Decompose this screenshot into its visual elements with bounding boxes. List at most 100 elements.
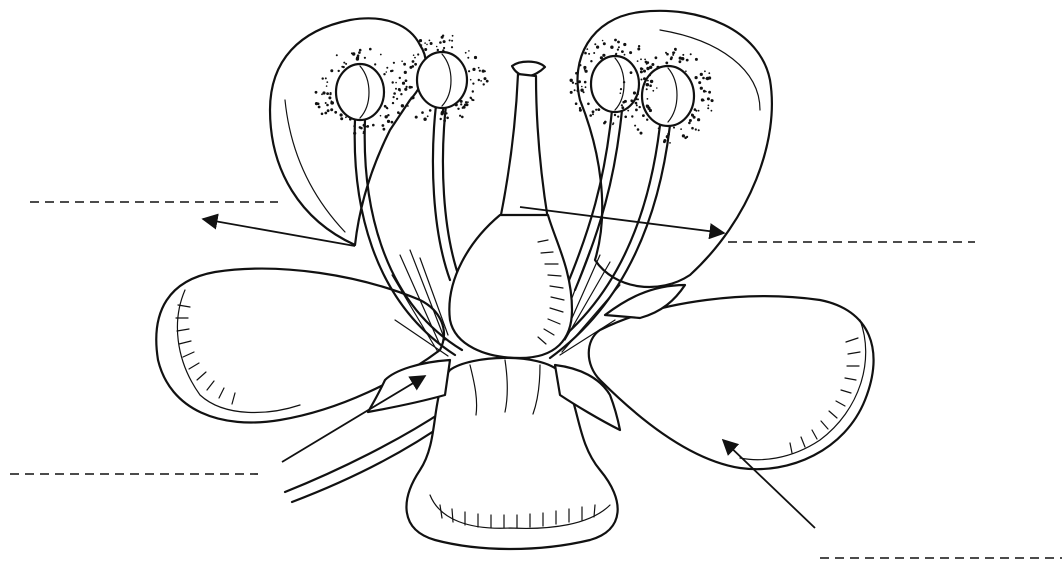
pollen-dot <box>455 103 458 106</box>
pollen-dot <box>364 57 366 59</box>
pollen-dot <box>680 128 682 130</box>
pollen-dot <box>478 67 480 69</box>
pollen-dot <box>579 64 581 66</box>
pollen-dot <box>627 110 629 112</box>
pollen-dot <box>708 91 711 94</box>
pollen-dot <box>624 100 627 103</box>
pollen-dot <box>441 36 444 39</box>
pollen-dot <box>334 111 337 114</box>
pollen-dot <box>574 89 576 91</box>
pollen-dot <box>585 86 587 88</box>
pollen-dot <box>401 104 404 107</box>
pollen-dot <box>679 60 682 63</box>
anther-3 <box>591 56 639 112</box>
pollen-dot <box>472 83 474 85</box>
pollen-dot <box>325 102 327 104</box>
pollen-dot <box>336 54 338 56</box>
pollen-dot <box>663 140 666 143</box>
pollen-dot <box>404 88 407 91</box>
pollen-dot <box>465 52 467 54</box>
pollen-dot <box>649 109 652 112</box>
pollen-dot <box>486 80 489 83</box>
pollen-dot <box>640 132 643 135</box>
pollen-dot <box>318 106 321 109</box>
pollen-dot <box>640 58 642 60</box>
pollen-dot <box>636 104 638 106</box>
pollen-dot <box>436 46 438 48</box>
pollen-dot <box>670 56 673 59</box>
pollen-dot <box>686 59 689 62</box>
pollen-dot <box>682 134 685 137</box>
pollen-dot <box>651 63 654 66</box>
pollen-dot <box>409 66 412 69</box>
pollen-dot <box>617 49 619 51</box>
pollen-dot <box>380 115 382 117</box>
pollen-dot <box>570 79 573 82</box>
pollen-dot <box>672 54 674 56</box>
pollen-dot <box>640 67 643 70</box>
pollen-dot <box>649 84 652 87</box>
pollen-dot <box>427 115 429 117</box>
pollen-dot <box>637 48 640 51</box>
pollen-dot <box>597 108 600 111</box>
pollen-dot <box>479 70 481 72</box>
pollen-dot <box>646 119 648 121</box>
pollen-dot <box>577 89 580 92</box>
pollen-dot <box>325 77 327 79</box>
pollen-dot <box>618 46 620 48</box>
pollen-dot <box>592 113 594 115</box>
pollen-dot <box>702 77 705 80</box>
pollen-dot <box>602 40 604 42</box>
pollen-dot <box>383 73 385 75</box>
pollen-dot <box>645 78 647 80</box>
pollen-dot <box>705 91 707 93</box>
pollen-dot <box>635 98 637 100</box>
pollen-dot <box>624 116 627 119</box>
pollen-dot <box>403 63 406 66</box>
pollen-dot <box>345 63 347 65</box>
pollen-dot <box>621 106 624 109</box>
pollen-dot <box>649 74 651 76</box>
pollen-dot <box>604 121 607 124</box>
pollen-dot <box>442 49 444 51</box>
pollen-dot <box>468 50 470 52</box>
pollen-dot <box>711 110 713 112</box>
pollen-dot <box>667 133 670 136</box>
pollen-dot <box>322 91 325 94</box>
pollen-dot <box>638 45 640 47</box>
pollen-dot <box>393 96 395 98</box>
pollen-dot <box>596 46 599 49</box>
pollen-dot <box>583 91 585 93</box>
pollen-dot <box>414 57 416 59</box>
pollen-dot <box>358 51 361 54</box>
pollen-dot <box>640 70 643 73</box>
pollen-dot <box>392 81 394 83</box>
pollen-dot <box>639 106 641 108</box>
pollen-dot <box>424 42 426 44</box>
pollen-dot <box>635 109 638 112</box>
pollen-dot <box>421 44 423 46</box>
pollen-dot <box>584 52 587 55</box>
pollen-dot <box>711 99 714 102</box>
petal-back-left <box>270 18 426 245</box>
pollen-dot <box>656 66 659 69</box>
pollen-dot <box>480 80 482 82</box>
pollen-dot <box>386 71 388 73</box>
pollen-dot <box>624 54 626 56</box>
pollen-dot <box>322 77 324 79</box>
pollen-dot <box>595 109 597 111</box>
pollen-dot <box>637 128 640 131</box>
pollen-dot <box>570 91 573 94</box>
pollen-dot <box>623 43 626 46</box>
pollen-dot <box>617 116 619 118</box>
pollen-dot <box>623 81 625 83</box>
pollen-dot <box>700 87 703 90</box>
pollen-dot <box>330 108 333 111</box>
pollen-dot <box>665 62 668 65</box>
pollen-dot <box>581 86 583 88</box>
pollen-dot <box>695 76 698 79</box>
pollen-dot <box>633 91 636 94</box>
pollen-dot <box>392 102 394 104</box>
pollen-dot <box>637 60 639 62</box>
